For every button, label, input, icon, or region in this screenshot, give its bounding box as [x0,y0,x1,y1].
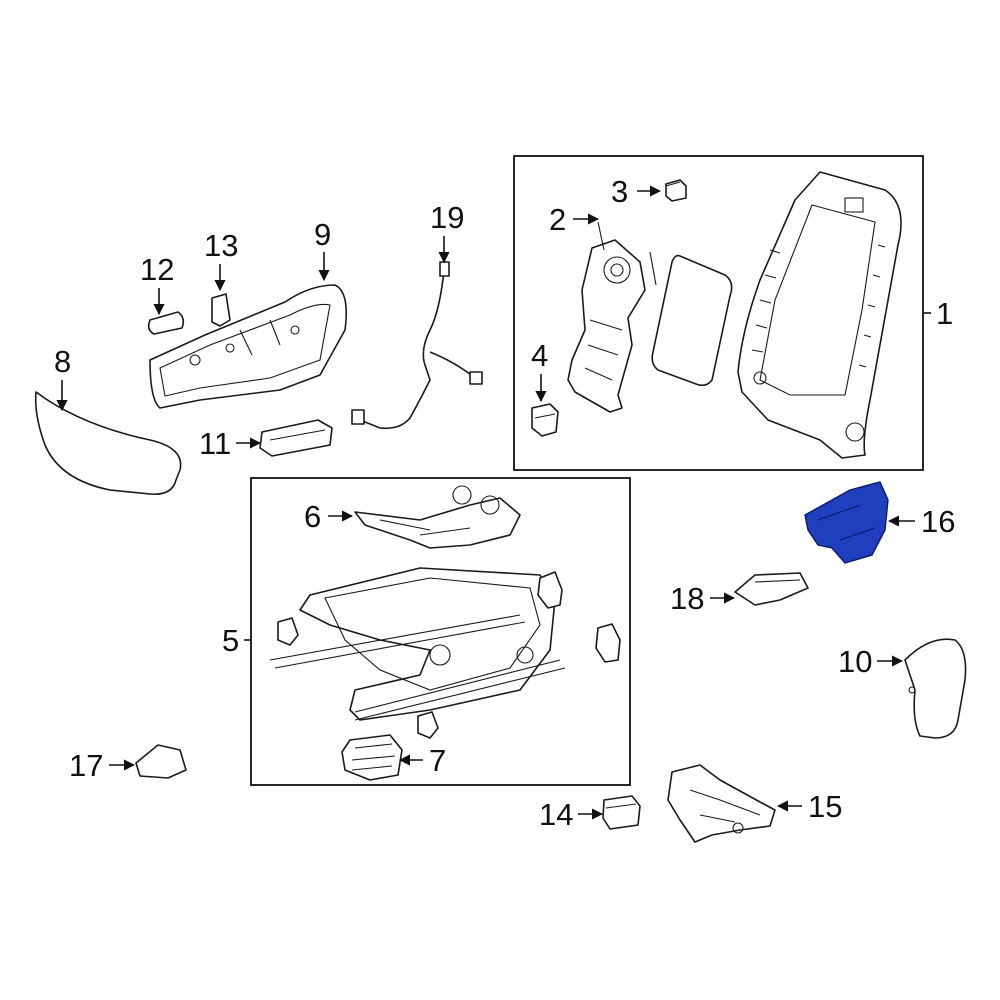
callout-1: 1 [936,296,953,331]
part-11-switch[interactable] [259,419,333,457]
part-10-cover[interactable] [904,638,967,739]
part-6-adjuster-link[interactable] [354,485,521,549]
callout-16: 16 [921,504,955,539]
part-5-bracket-a[interactable] [537,571,563,609]
seat-track-group-box [250,477,631,786]
part-15-lift-bracket[interactable] [667,764,776,843]
callout-15: 15 [808,789,842,824]
callout-9: 9 [314,217,331,252]
part-1-seatback-frame[interactable] [737,171,902,459]
callout-5: 5 [222,623,239,658]
callout-18: 18 [670,581,704,616]
part-19-wire-harness[interactable] [351,261,483,430]
part-3-cap[interactable] [665,179,687,202]
callout-17: 17 [69,748,103,783]
callout-6: 6 [304,499,321,534]
callout-7: 7 [429,743,446,778]
callout-10: 10 [838,644,872,679]
part-5-bracket-c[interactable] [277,617,299,646]
callout-4: 4 [531,338,548,373]
callout-2: 2 [549,202,566,237]
callout-3: 3 [611,174,628,209]
callout-11: 11 [199,426,231,461]
callout-19: 19 [430,200,464,235]
part-18-rail-cover[interactable] [734,572,809,606]
part-9-cushion-frame[interactable] [149,284,348,409]
part-17-small-cover[interactable] [135,744,187,779]
part-2-recliner-bracket[interactable] [567,221,657,413]
callout-14: 14 [539,797,573,832]
part-5-seat-track-assembly[interactable] [269,567,566,721]
callout-12: 12 [140,252,174,287]
part-14-connector[interactable] [602,795,641,830]
part-13-lever[interactable] [211,293,231,327]
part-8-side-shield[interactable] [34,391,182,496]
callout-13: 13 [204,228,238,263]
part-1-backrest-pad[interactable] [651,254,733,387]
part-4-clip[interactable] [531,403,559,437]
part-12-knob[interactable] [147,311,185,335]
part-7-motor[interactable] [341,734,403,781]
callout-8: 8 [54,344,71,379]
part-16-highlighted-bracket[interactable] [804,481,889,564]
part-5-bracket-d[interactable] [417,711,439,739]
part-5-bracket-b[interactable] [595,623,621,663]
